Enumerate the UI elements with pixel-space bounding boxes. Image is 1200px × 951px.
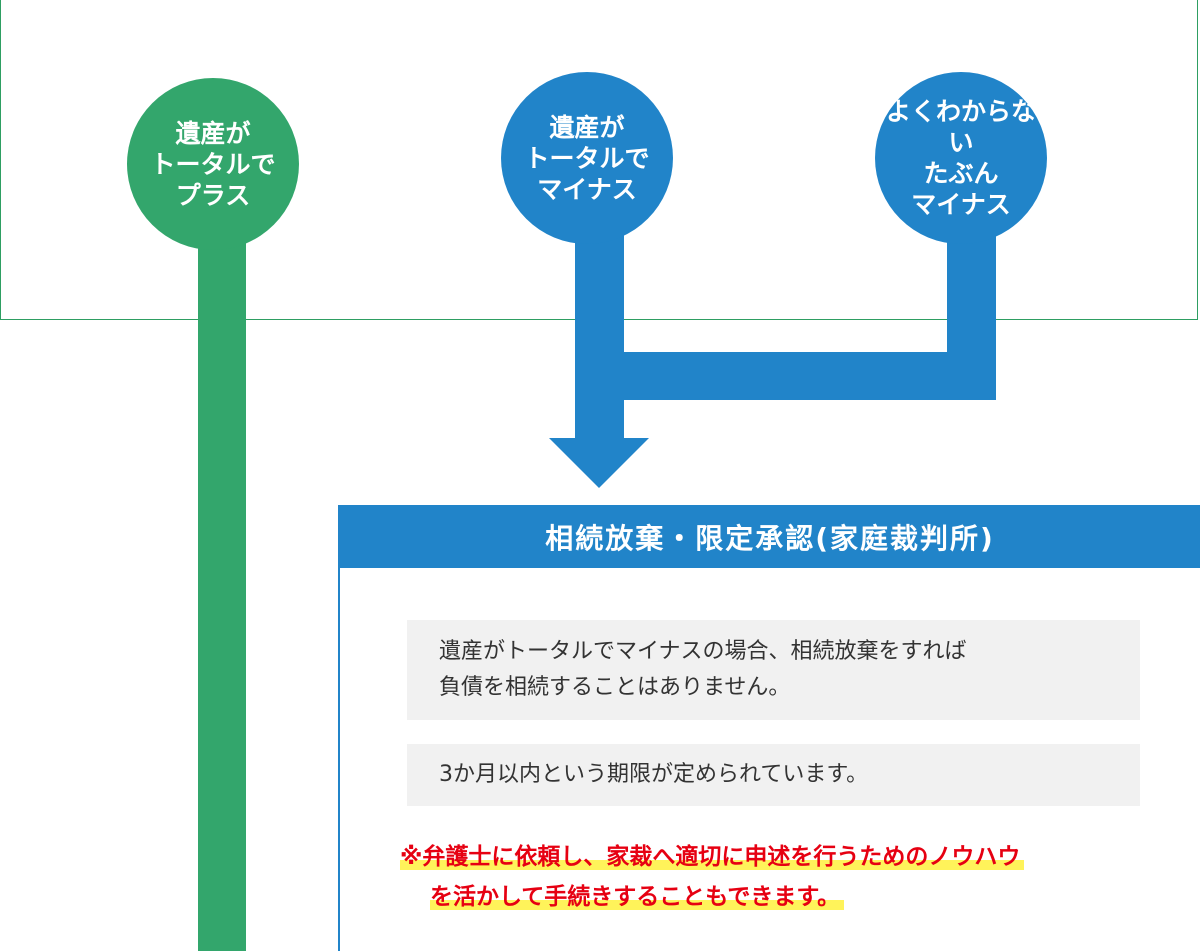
note-renunciation: 遺産がトータルでマイナスの場合、相続放棄をすれば 負債を相続することはありません…: [407, 620, 1140, 720]
warning-line: を活かして手続きすることもできます。: [430, 884, 845, 910]
note-line: 負債を相続することはありません。: [439, 675, 791, 700]
blue-flow-line-join: [575, 352, 996, 400]
circle-minus: 遺産が トータルで マイナス: [501, 72, 673, 244]
warning-line: ※弁護士に依頼し、家裁へ適切に申述を行うためのノウハウ: [400, 844, 1025, 870]
box-title: 相続放棄・限定承認(家庭裁判所): [340, 505, 1200, 568]
circle-unknown: よくわからない たぶん マイナス: [875, 72, 1047, 244]
warning-text: ※弁護士に依頼し、家裁へ適切に申述を行うためのノウハウ を活かして手続きすること…: [400, 837, 1025, 917]
note-deadline: 3か月以内という期限が定められています。: [407, 744, 1140, 806]
renunciation-box: 相続放棄・限定承認(家庭裁判所) 遺産がトータルでマイナスの場合、相続放棄をすれ…: [338, 505, 1200, 951]
circle-plus: 遺産が トータルで プラス: [127, 78, 299, 250]
green-flow-line: [198, 240, 246, 951]
note-line: 遺産がトータルでマイナスの場合、相続放棄をすれば: [439, 639, 967, 664]
blue-flow-line-left: [575, 235, 624, 440]
down-arrow-icon: [549, 438, 649, 488]
